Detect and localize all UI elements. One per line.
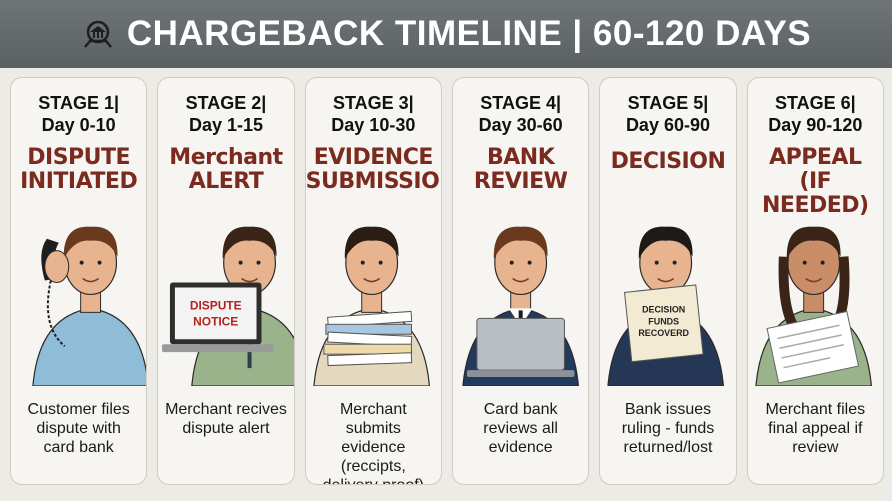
stage-description: Bank issues ruling - funds returned/lost — [606, 400, 729, 457]
stage-desc-line: Bank issues — [624, 401, 712, 418]
bank-icon — [83, 20, 112, 48]
laptop — [162, 282, 274, 353]
stage-days: Day 30-60 — [478, 115, 563, 135]
stage-card-3: STAGE 3| Day 10-30 EVIDENCESUBMISSION Me… — [304, 77, 442, 485]
stage-title-line: (IF NEEDED) — [762, 169, 869, 218]
stage-label: STAGE 2| — [185, 93, 267, 113]
stage-card-6: STAGE 6| Day 90-120 APPEAL(IF NEEDED) Me… — [746, 77, 884, 485]
stage-description: Card bank reviews all evidence — [459, 400, 582, 457]
stage-desc-line: ruling - funds — [621, 420, 715, 437]
stage-header: STAGE 4| Day 30-60 — [453, 92, 588, 136]
stage-title-line: ALERT — [188, 169, 264, 194]
stage-title-line: APPEAL — [769, 145, 862, 170]
stage-card-5: STAGE 5| Day 60-90 DECISION DECISION FUN… — [599, 77, 737, 485]
stage-title: DECISION — [600, 150, 735, 174]
stage-title-line: DISPUTE — [27, 145, 131, 170]
stage-desc-line: Customer files — [27, 401, 130, 418]
stage-description: Customer files dispute with card bank — [17, 400, 140, 457]
stage-label: STAGE 1| — [38, 93, 120, 113]
stage-header: STAGE 5| Day 60-90 — [600, 92, 735, 136]
stage-title-line: INITIATED — [20, 169, 138, 194]
stage-title: APPEAL(IF NEEDED) — [748, 146, 883, 218]
stage-label: STAGE 3| — [332, 93, 414, 113]
merchant-papers-illustration — [313, 226, 430, 386]
screen-line-1: DISPUTE — [190, 298, 242, 312]
stage-header: STAGE 6| Day 90-120 — [748, 92, 883, 136]
stage-title: EVIDENCESUBMISSION — [306, 146, 441, 194]
stage-days: Day 90-120 — [768, 115, 863, 135]
stage-description: Merchant submits evidence (reccipts,delive… — [312, 400, 435, 484]
stage-days: Day 1-15 — [188, 115, 264, 135]
decision-sheet-illustration: DECISION FUNDS RECOVERD — [607, 226, 725, 386]
stage-header: STAGE 1| Day 0-10 — [11, 92, 146, 136]
stage-title-line: EVIDENCE — [313, 145, 434, 170]
laptop — [466, 317, 575, 378]
stage-title-line: BANK — [487, 145, 555, 170]
merchant-laptop-illustration: DISPUTE NOTICE — [162, 226, 294, 386]
stage-desc-line: dispute alert — [182, 420, 270, 437]
stage-label: STAGE 5| — [627, 93, 709, 113]
woman-document-illustration — [755, 226, 872, 386]
stage-desc-line: returned/lost — [623, 439, 713, 456]
appeal-document — [766, 310, 859, 384]
page-title: CHARGEBACK TIMELINE | 60-120 DAYS — [126, 14, 812, 53]
stage-desc-line: review — [792, 439, 839, 456]
stage-label: STAGE 6| — [774, 93, 856, 113]
stage-desc-line: card bank — [43, 439, 114, 456]
stage-desc-line: evidence — [488, 439, 553, 456]
header-bar: CHARGEBACK TIMELINE | 60-120 DAYS — [0, 0, 892, 68]
stage-desc-line: (reccipts, — [340, 458, 406, 475]
paper-stack — [323, 310, 412, 367]
stage-days: Day 10-30 — [331, 115, 416, 135]
sheet-line-2: FUNDS — [649, 316, 680, 326]
stage-desc-line: Card bank — [483, 401, 558, 418]
stage-desc-line: evidence — [341, 439, 406, 456]
stage-title-line: SUBMISSION — [305, 169, 441, 194]
stage-desc-line: final appeal if — [768, 420, 863, 437]
stage-days: Day 0-10 — [41, 115, 116, 135]
sheet-line-1: DECISION — [642, 304, 685, 314]
banker-laptop-illustration — [462, 226, 579, 386]
stage-desc-line: Merchant files — [765, 401, 866, 418]
stage-desc-line: delivery proof) — [312, 476, 435, 484]
stage-title-line: Merchant — [169, 145, 283, 170]
stage-desc-line: reviews all — [483, 420, 558, 437]
decision-sheet — [624, 284, 704, 363]
stage-desc-line: dispute with — [36, 420, 121, 437]
stage-days: Day 60-90 — [625, 115, 710, 135]
customer-phone-illustration — [32, 226, 147, 386]
sheet-line-3: RECOVERD — [639, 328, 690, 338]
stage-title-line: REVIEW — [473, 169, 568, 194]
stage-desc-line: Merchant submits — [339, 401, 407, 437]
stage-title-line: DECISION — [610, 149, 726, 174]
stage-header: STAGE 3| Day 10-30 — [306, 92, 441, 136]
screen-line-2: NOTICE — [193, 314, 238, 328]
stage-desc-line: Merchant recives — [165, 401, 287, 418]
stage-header: STAGE 2| Day 1-15 — [158, 92, 293, 136]
stage-label: STAGE 4| — [480, 93, 561, 113]
stage-description: Merchant recives dispute alert — [164, 400, 287, 438]
stage-description: Merchant files final appeal if review — [754, 400, 877, 457]
